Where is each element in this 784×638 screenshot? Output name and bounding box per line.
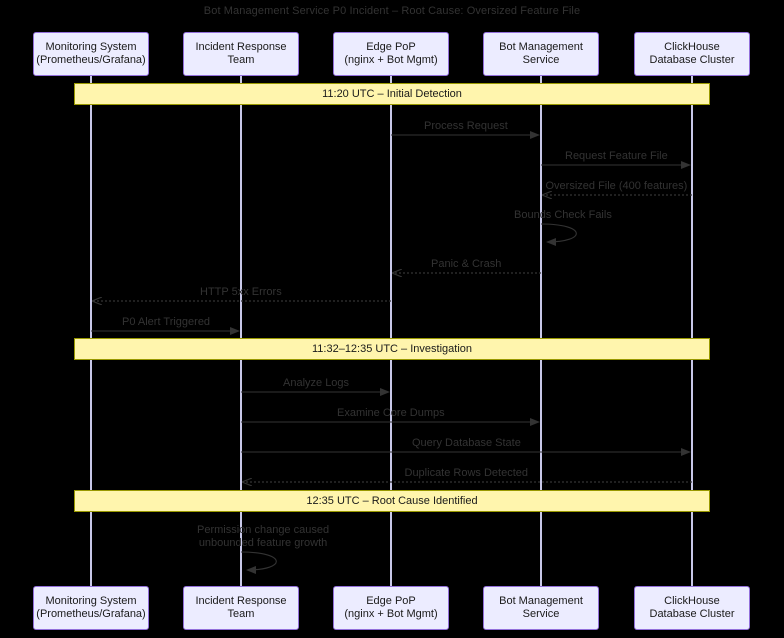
participant-label-line1: ClickHouse (664, 41, 720, 53)
message-label-http-5xx-errors: HTTP 5xx Errors (200, 286, 282, 298)
participant-label-line2: Team (227, 54, 255, 66)
message-label-line: Analyze Logs (283, 377, 350, 389)
participant-monitoring-bottom[interactable]: Monitoring System(Prometheus/Grafana) (33, 586, 149, 630)
participant-label-line1: Monitoring System (45, 41, 137, 53)
message-label-line: HTTP 5xx Errors (200, 286, 282, 298)
message-label-line: Permission change caused (197, 524, 330, 536)
participant-edge-bottom[interactable]: Edge PoP(nginx + Bot Mgmt) (333, 586, 449, 630)
message-label-request-feature-file: Request Feature File (565, 150, 668, 162)
message-label-analyze-logs: Analyze Logs (283, 377, 349, 389)
participant-label-line2: Database Cluster (649, 54, 735, 66)
participant-label-line2: Database Cluster (649, 608, 735, 620)
message-label-line: P0 Alert Triggered (122, 316, 211, 328)
message-label-bounds-check-fails: Bounds Check Fails (514, 209, 612, 221)
message-label-line: Examine Core Dumps (337, 407, 445, 419)
divider-label: 11:20 UTC – Initial Detection (322, 88, 462, 100)
participant-label-line1: Monitoring System (45, 595, 137, 607)
participant-label-line1: Incident Response (195, 595, 287, 607)
participant-label-line2: (nginx + Bot Mgmt) (344, 608, 438, 620)
message-arrow-bounds-check-fails (540, 223, 577, 246)
message-label-line: Duplicate Rows Detected (404, 467, 529, 479)
message-label-line: Oversized File (400 features) (545, 180, 688, 192)
divider-label: 12:35 UTC – Root Cause Identified (306, 495, 478, 507)
participant-label-line2: (nginx + Bot Mgmt) (344, 54, 438, 66)
divider-investigation: 11:32–12:35 UTC – Investigation (74, 338, 710, 360)
message-label-p0-alert-triggered: P0 Alert Triggered (122, 316, 210, 328)
message-label-line: Panic & Crash (431, 258, 502, 270)
page-title: Bot Management Service P0 Incident – Roo… (203, 5, 581, 17)
participant-label-line2: Team (227, 608, 255, 620)
participant-monitoring-top[interactable]: Monitoring System(Prometheus/Grafana) (33, 32, 149, 76)
divider-initial-detection: 11:20 UTC – Initial Detection (74, 83, 710, 105)
participant-label-line2: (Prometheus/Grafana) (36, 608, 146, 620)
divider-root-cause: 12:35 UTC – Root Cause Identified (74, 490, 710, 512)
messages-group (91, 131, 692, 574)
message-label-line: unbounded feature growth (198, 537, 328, 549)
participant-label-line2: Service (522, 608, 560, 620)
message-label-panic-and-crash: Panic & Crash (431, 258, 501, 270)
participant-edge-top[interactable]: Edge PoP(nginx + Bot Mgmt) (333, 32, 449, 76)
message-label-line: Request Feature File (565, 150, 668, 162)
message-label-line: Bounds Check Fails (514, 209, 612, 221)
participant-label-line1: Bot Management (499, 595, 583, 607)
participant-label-line1: Incident Response (195, 41, 287, 53)
participant-label-line1: ClickHouse (664, 595, 720, 607)
message-label-query-database-state: Query Database State (412, 437, 521, 449)
divider-label: 11:32–12:35 UTC – Investigation (311, 343, 472, 355)
participant-label-line1: Edge PoP (366, 595, 416, 607)
message-label-line: Process Request (424, 120, 508, 132)
message-label-examine-core-dumps: Examine Core Dumps (337, 407, 445, 419)
participant-label-line1: Edge PoP (366, 41, 416, 53)
message-label-line: Query Database State (412, 437, 521, 449)
message-label-process-request: Process Request (424, 120, 508, 132)
message-arrow-permission-change (240, 551, 277, 574)
message-label-duplicate-rows-detected: Duplicate Rows Detected (405, 467, 529, 479)
participant-label-line2: Service (522, 54, 560, 66)
participant-label-line1: Bot Management (499, 41, 583, 53)
participant-label-line2: (Prometheus/Grafana) (36, 54, 146, 66)
message-label-oversized-file: Oversized File (400 features) (546, 180, 688, 192)
